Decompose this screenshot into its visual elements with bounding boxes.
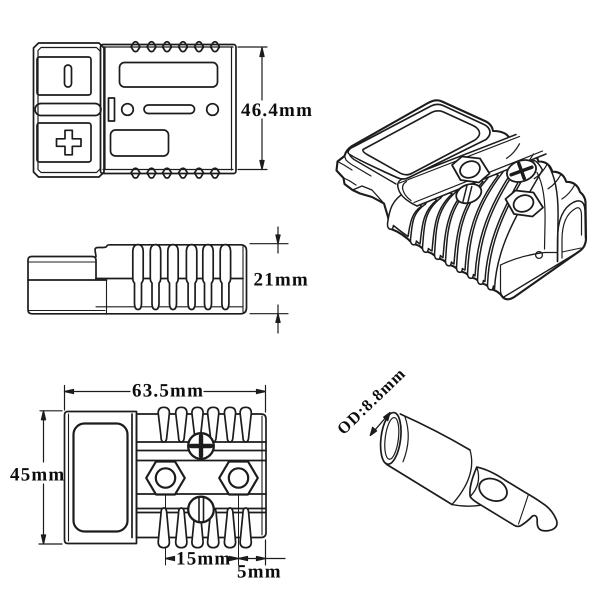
svg-text:63.5mm: 63.5mm: [132, 381, 204, 402]
svg-text:45mm: 45mm: [10, 465, 65, 486]
svg-text:5mm: 5mm: [237, 562, 282, 583]
svg-text:46.4mm: 46.4mm: [241, 100, 313, 121]
svg-text:15mm: 15mm: [176, 549, 231, 570]
svg-text:21mm: 21mm: [254, 270, 309, 291]
